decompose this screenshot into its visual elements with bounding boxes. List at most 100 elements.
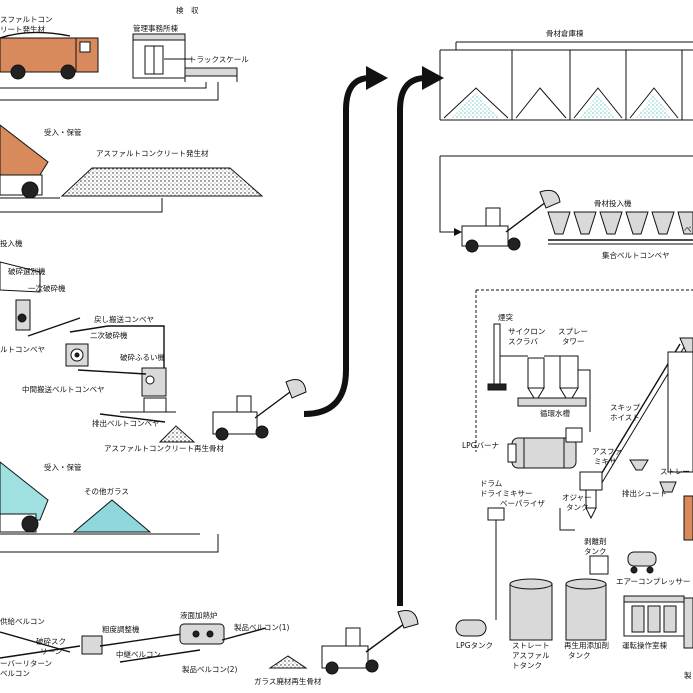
crushed-screen-label: 破砕ふるい機	[120, 352, 165, 362]
flow-line-glass	[0, 534, 219, 553]
recycling-additive-tank	[565, 578, 607, 641]
admin-office-label: 管理事務所棟	[133, 23, 178, 33]
receive-storage-label-2: 受入・保管	[44, 462, 82, 472]
hoist-label: ホイスト	[610, 413, 640, 422]
asphalt-truck-top	[0, 31, 99, 80]
discharge-chute-label: 排出シュート	[622, 488, 667, 498]
air-compressor-label: エアーコンプレッサー	[616, 577, 690, 586]
edge-equipment	[683, 495, 693, 541]
screen-base	[143, 397, 167, 413]
glass-recycled-pile	[268, 655, 308, 669]
drum-dryer	[507, 427, 583, 469]
return-conveyor-label: 戻し搬送コンベヤ	[94, 314, 154, 324]
exhaust-label: 煙突	[498, 312, 513, 322]
flow-arrow-1	[303, 75, 371, 417]
emulsion-tank-label-2: タンク	[566, 503, 589, 512]
drum-label-1: ドラム	[480, 479, 502, 488]
lpg-burner-label: LPGバーナ	[462, 441, 499, 450]
dump-truck-orange	[0, 124, 60, 199]
asphalt-material-pile	[60, 167, 264, 197]
medium-belt-label: 中継ベルコン	[116, 649, 161, 659]
circulating-tank-label: 循環水槽	[540, 408, 570, 418]
recycled-pile	[158, 425, 196, 443]
feeder-label: 投入機	[0, 238, 23, 248]
operation-room-label: 運転操作室棟	[622, 640, 667, 650]
crusher-screen-label: 破砕選別機	[8, 266, 46, 276]
secondary-crusher-label: 二次破砕機	[90, 330, 128, 340]
mid-conveyor-label: 中間搬送ベルトコンベヤ	[22, 384, 105, 394]
agitator-label-1: アスファ	[592, 447, 622, 456]
far-right-label: 製	[684, 670, 692, 680]
flow-arrow-2	[397, 75, 427, 606]
flow-line-asphalt	[0, 198, 163, 213]
belt-conveyor-right-label: ベ	[684, 225, 692, 234]
cyclone-scrubber	[500, 355, 591, 432]
screen-machine	[141, 367, 167, 397]
air-compressor	[627, 551, 657, 574]
product-belt-label-1: 製品ベルコン(1)	[234, 622, 290, 632]
flow-arrow-2-head	[422, 66, 444, 90]
inspection-label: 検 収	[176, 5, 199, 15]
spray-label: スプレー	[558, 327, 588, 336]
storage-tank-label: ストレー	[660, 467, 690, 476]
other-glass-label: その他ガラス	[84, 486, 129, 496]
feeder-hopper	[0, 261, 41, 293]
glass-furnace	[179, 623, 225, 645]
secondary-crusher	[65, 343, 89, 367]
operation-room-building	[623, 595, 685, 637]
recycling-additive-label-1: 再生用添加剤	[564, 640, 609, 650]
dump-truck-cyan	[0, 461, 200, 535]
straight-asphalt-tank	[509, 578, 553, 641]
belt-conveyor-left-label: ルトコンベヤ	[0, 345, 45, 354]
glass-crusher-label: 粗度調整機	[102, 624, 140, 634]
discharge-conveyor	[99, 413, 166, 423]
exhaust-stack	[493, 323, 501, 385]
glass-crusher	[81, 635, 103, 655]
mixer-tower	[667, 351, 693, 473]
aggregate-silo-building	[439, 41, 693, 121]
receive-storage-label-1: 受入・保管	[44, 127, 82, 137]
return-conveyor-label-3: ベルコン	[0, 669, 30, 678]
release-agent-label-1: 剥離剤	[584, 536, 607, 546]
emulsion-tank-label: オジャー	[562, 493, 592, 502]
waste-glass-furnace-label: 液面加熱炉	[180, 610, 218, 620]
conveyor-a	[27, 317, 81, 337]
wheel-loader-middle	[212, 379, 307, 441]
return-conveyor	[69, 325, 165, 392]
return-conveyor-label-2: ーバーリターン	[0, 659, 52, 668]
asphalt-source-label-2: リート発生材	[0, 24, 45, 34]
aggregate-silo-label: 骨材倉庫棟	[546, 28, 584, 38]
aggregate-feeder-hoppers	[547, 211, 693, 245]
straight-asphalt-label-3: トタンク	[512, 661, 542, 670]
truck-scale-label: トラックスケール	[189, 55, 249, 64]
wheel-loader-bottom	[321, 610, 419, 675]
skip-label: スキップ	[610, 403, 640, 412]
flow-line-top-1	[0, 82, 207, 89]
agitator-label-2: ミキサ	[594, 457, 617, 466]
product-belt-label-2: 製品ベルコン(2)	[182, 664, 238, 674]
discharge-conveyor-label: 排出ベルトコンベヤ	[92, 418, 160, 428]
skip-hoist-rail	[593, 343, 681, 487]
collecting-conveyor-label: 集合ベルトコンベヤ	[602, 250, 670, 260]
breaker-screen-label-1: 破砕スク	[36, 636, 66, 646]
mid-conveyor	[77, 369, 147, 375]
aggregate-feeder-label: 骨材投入機	[594, 198, 632, 208]
feed-belt-label: 供給ベルコン	[0, 616, 45, 626]
truck-scale	[164, 58, 238, 82]
lpg-tank-label: LPGタンク	[456, 641, 493, 650]
straight-asphalt-label-1: ストレート	[512, 641, 550, 650]
primary-crusher-label: 一次破砕機	[28, 283, 66, 293]
tower-label: タワー	[562, 337, 585, 346]
recycling-additive-label-2: タンク	[568, 651, 591, 660]
flow-line-top-2	[0, 82, 219, 101]
wheel-loader-right	[461, 189, 561, 253]
breaker-screen-label-2: リーン	[40, 647, 62, 656]
flow-arrow-1-head	[366, 66, 388, 90]
lpg-tank	[455, 619, 487, 637]
asphalt-mixer	[579, 471, 603, 520]
vaporizer-label: ベーパライザ	[500, 499, 545, 508]
glass-recycled-label: ガラス廃材再生骨材	[254, 676, 322, 686]
cyclone-label: サイクロン	[508, 327, 545, 336]
drum-label-2: ドライミキサー	[480, 489, 533, 498]
